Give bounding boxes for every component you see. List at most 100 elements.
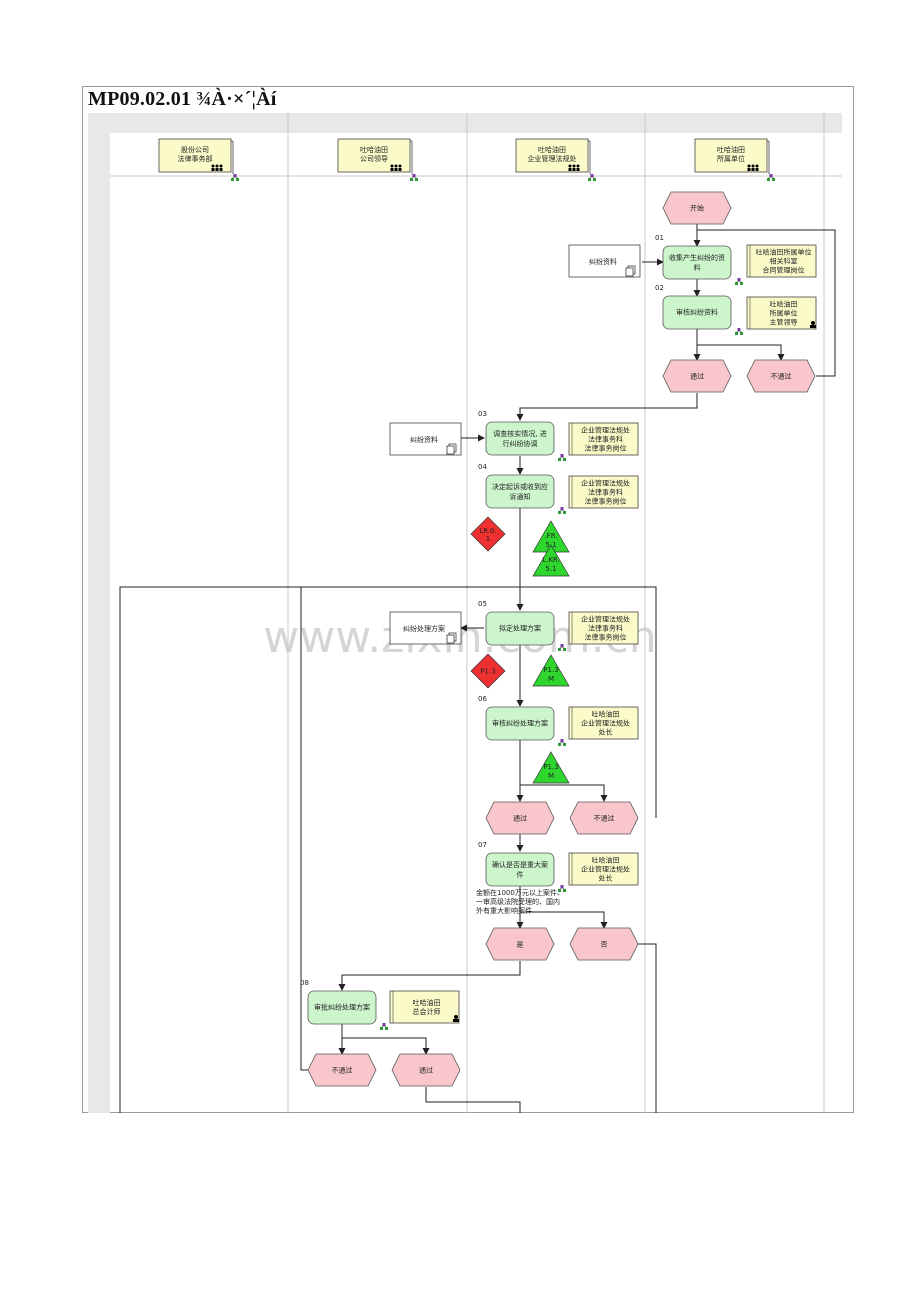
org-structure-icon — [735, 328, 743, 335]
people-icon — [390, 164, 402, 171]
org-structure-icon — [558, 507, 566, 514]
role-label-line: 所属单位 — [770, 309, 798, 318]
control-code: P1.3 — [543, 666, 558, 674]
org-structure-icon — [558, 454, 566, 461]
document-doc-1: 纠纷资料 — [568, 244, 641, 278]
event-yes: 是 — [485, 927, 555, 961]
event-label: 否 — [601, 941, 608, 949]
document-doc-2: 纠纷资料 — [389, 422, 462, 456]
activity-label: 行纠纷协调 — [503, 439, 538, 448]
document-label: 纠纷处理方案 — [403, 624, 445, 633]
step-number: 01 — [655, 234, 664, 242]
role-label-line: 企业管理法规处 — [581, 719, 630, 728]
document-icon — [446, 443, 457, 455]
step-number: 03 — [478, 410, 487, 418]
role-label-line: 处长 — [599, 874, 613, 883]
role-label-line: 企业管理法规处 — [581, 426, 630, 435]
risk-marker-red-1: LR.0.1 — [470, 516, 506, 552]
risk-marker-red-2: P1.3 — [470, 653, 506, 689]
annotation-line: 一审高级法院受理的、国内 — [476, 897, 560, 906]
role-label-line: 企业管理法规处 — [581, 615, 630, 624]
document-label: 纠纷资料 — [410, 435, 438, 444]
lane-label-line: 股份公司 — [181, 145, 209, 154]
people-icon — [810, 321, 816, 328]
control-marker-green-4: P1.3M — [532, 751, 570, 784]
control-code: P1.3 — [543, 763, 558, 771]
org-structure-icon — [735, 278, 743, 285]
event-fail-1: 不通过 — [746, 359, 816, 393]
control-code: M — [548, 675, 554, 683]
annotation-line: 外有重大影响案件 — [476, 906, 532, 915]
activity-label: 诉通知 — [510, 492, 531, 501]
major-case-annotation: 金额在1000万元以上案件、 一审高级法院受理的、国内 外有重大影响案件 — [476, 888, 564, 915]
activity-label: 调查核实情况, 进 — [493, 429, 546, 438]
lane-label-line: 所属单位 — [717, 154, 745, 163]
event-label: 通过 — [690, 372, 704, 381]
org-structure-icon — [380, 1023, 388, 1030]
lane-label-line: 法律事务部 — [178, 154, 213, 163]
control-marker-green-2: L.KR.5.1 — [532, 544, 570, 577]
annotation-line: 金额在1000万元以上案件、 — [476, 888, 564, 897]
document-icon — [446, 632, 457, 644]
role-label-line: 吐哈油田 — [592, 856, 620, 865]
risk-code: 1 — [486, 535, 490, 543]
people-icon — [568, 164, 580, 171]
org-structure-icon — [588, 174, 596, 181]
step-number: 04 — [478, 463, 487, 471]
role-label-line: 法律事务科 — [588, 488, 623, 497]
lane-role-box — [158, 138, 232, 173]
people-icon — [211, 164, 223, 171]
control-code: .FR. — [544, 532, 557, 540]
event-label: 通过 — [513, 814, 527, 823]
event-no: 否 — [569, 927, 639, 961]
org-structure-icon — [231, 174, 239, 181]
connectors — [119, 224, 836, 1113]
lane-label-line: 吐哈油田 — [538, 145, 566, 154]
event-label: 是 — [517, 941, 524, 949]
role-label-line: 企业管理法规处 — [581, 865, 630, 874]
lane-label-line: 公司领导 — [360, 154, 388, 163]
risk-code: P1.3 — [480, 668, 495, 676]
event-label: 不通过 — [771, 372, 792, 381]
role-label-line: 吐哈油田 — [413, 998, 441, 1007]
org-structure-icon — [558, 644, 566, 651]
event-label: 开始 — [690, 204, 704, 213]
event-fail-2: 不通过 — [569, 801, 639, 835]
role-label-line: 相关科室 — [770, 257, 798, 266]
activity-label: 件 — [517, 870, 524, 879]
document-doc-3: 纠纷处理方案 — [389, 611, 462, 645]
step-number: 07 — [478, 841, 487, 849]
people-icon — [747, 164, 759, 171]
risk-code: LR.0. — [479, 527, 496, 535]
event-label: 通过 — [419, 1066, 433, 1075]
org-structure-icon — [410, 174, 418, 181]
role-label-line: 法律事务岗位 — [585, 497, 627, 506]
role-label-line: 合同管理岗位 — [763, 266, 805, 275]
lane-role-box — [694, 138, 768, 173]
role-label-line: 法律事务科 — [588, 624, 623, 633]
control-marker-green-3: P1.3M — [532, 654, 570, 687]
event-pass-2: 通过 — [485, 801, 555, 835]
role-label-line: 法律事务岗位 — [585, 633, 627, 642]
role-label-line: 处长 — [599, 728, 613, 737]
activity-label: 决定起诉或收到应 — [492, 482, 548, 491]
page-title: MP09.02.01 ¾À·×´¦Àí — [88, 88, 277, 110]
role-label-line: 总会计师 — [413, 1007, 441, 1016]
control-code: 5.1 — [545, 565, 556, 573]
event-fail-3: 不通过 — [307, 1053, 377, 1087]
activity-label: 拟定处理方案 — [499, 624, 541, 633]
org-structure-icon — [558, 885, 566, 892]
